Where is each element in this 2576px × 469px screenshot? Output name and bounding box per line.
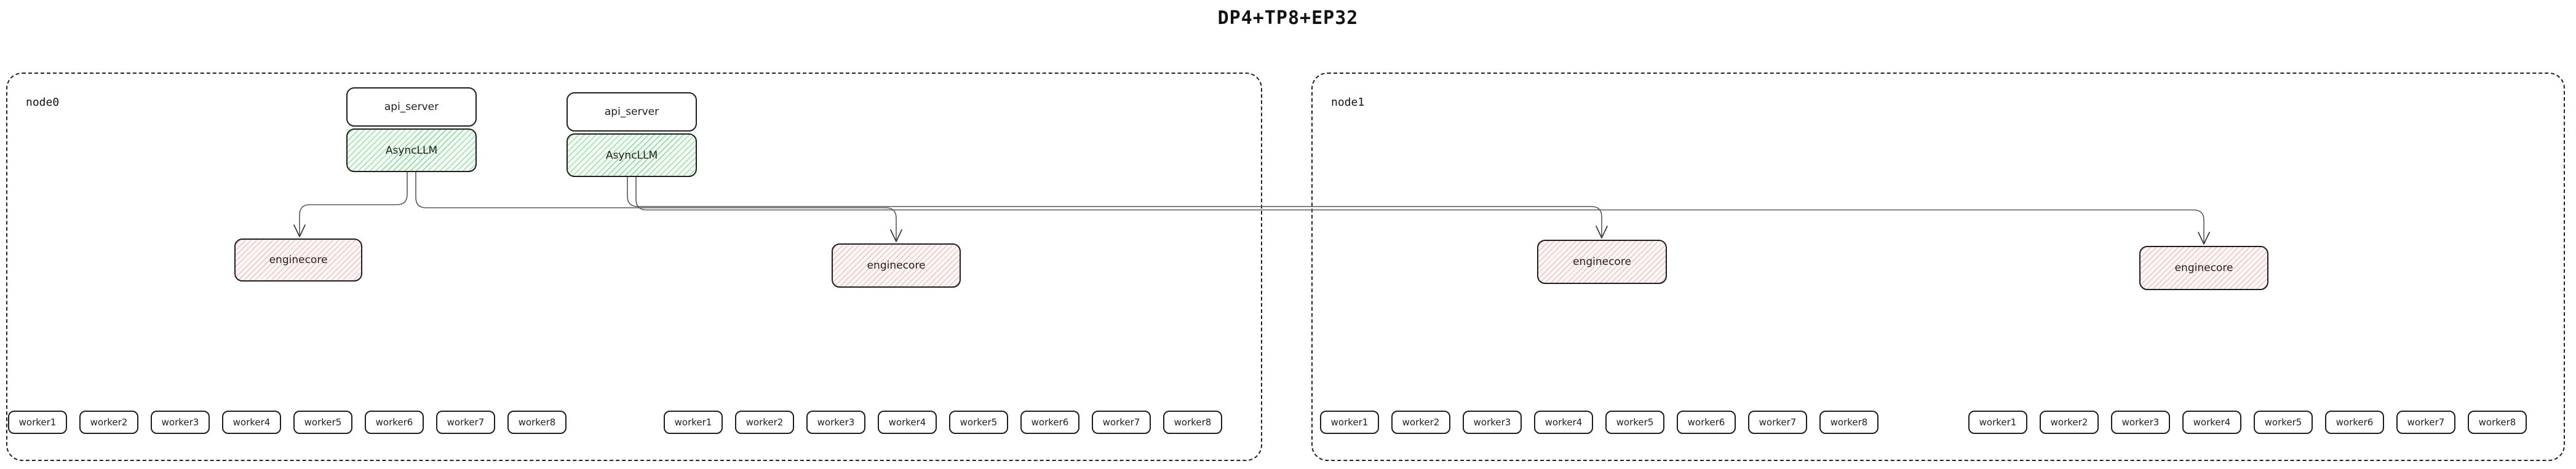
enginecore-label-1: enginecore — [269, 254, 328, 266]
asyncllm-box-2: AsyncLLM — [566, 133, 697, 177]
worker-box: worker6 — [2325, 411, 2384, 434]
enginecore-box-1: enginecore — [234, 238, 362, 282]
worker-box: worker4 — [878, 411, 937, 434]
worker-box: worker1 — [1320, 411, 1379, 434]
node0-label: node0 — [26, 96, 60, 109]
worker-box: worker1 — [1968, 411, 2027, 434]
enginecore-box-2: enginecore — [832, 243, 961, 288]
node1-label: node1 — [1331, 96, 1365, 109]
worker-box: worker2 — [79, 411, 138, 434]
worker-box: worker3 — [1463, 411, 1522, 434]
worker-box: worker7 — [2396, 411, 2455, 434]
asyncllm-label-2: AsyncLLM — [605, 149, 658, 162]
worker-box: worker5 — [293, 411, 352, 434]
api-server-label-2: api_server — [604, 106, 659, 118]
node0-container: node0 — [6, 73, 1262, 461]
worker-box: worker6 — [1020, 411, 1079, 434]
api-server-box-1: api_server — [346, 87, 477, 127]
worker-box: worker3 — [2111, 411, 2170, 434]
worker-box: worker8 — [2468, 411, 2527, 434]
asyncllm-label-1: AsyncLLM — [385, 144, 438, 157]
enginecore-box-3: enginecore — [1537, 240, 1667, 284]
worker-box: worker8 — [1819, 411, 1878, 434]
worker-box: worker5 — [1605, 411, 1664, 434]
worker-box: worker7 — [1092, 411, 1151, 434]
worker-box: worker2 — [2040, 411, 2099, 434]
enginecore-label-2: enginecore — [867, 259, 926, 272]
worker-box: worker2 — [1391, 411, 1450, 434]
worker-box: worker8 — [1163, 411, 1222, 434]
worker-box: worker5 — [2254, 411, 2313, 434]
node1-container: node1 — [1311, 73, 2565, 461]
enginecore-box-4: enginecore — [2139, 246, 2268, 290]
worker-box: worker1 — [8, 411, 67, 434]
worker-box: worker7 — [1748, 411, 1807, 434]
worker-box: worker3 — [151, 411, 210, 434]
worker-box: worker3 — [806, 411, 865, 434]
worker-box: worker4 — [2182, 411, 2241, 434]
worker-box: worker8 — [507, 411, 566, 434]
worker-box: worker4 — [222, 411, 281, 434]
asyncllm-box-1: AsyncLLM — [346, 128, 477, 172]
worker-box: worker5 — [949, 411, 1008, 434]
api-server-box-2: api_server — [566, 92, 697, 132]
enginecore-label-3: enginecore — [1573, 256, 1631, 268]
worker-box: worker4 — [1534, 411, 1593, 434]
worker-box: worker2 — [735, 411, 794, 434]
worker-box: worker6 — [1677, 411, 1736, 434]
worker-box: worker7 — [436, 411, 495, 434]
enginecore-label-4: enginecore — [2174, 262, 2233, 274]
worker-box: worker6 — [365, 411, 424, 434]
worker-box: worker1 — [664, 411, 723, 434]
api-server-label-1: api_server — [384, 101, 439, 113]
diagram-title: DP4+TP8+EP32 — [1217, 7, 1359, 29]
